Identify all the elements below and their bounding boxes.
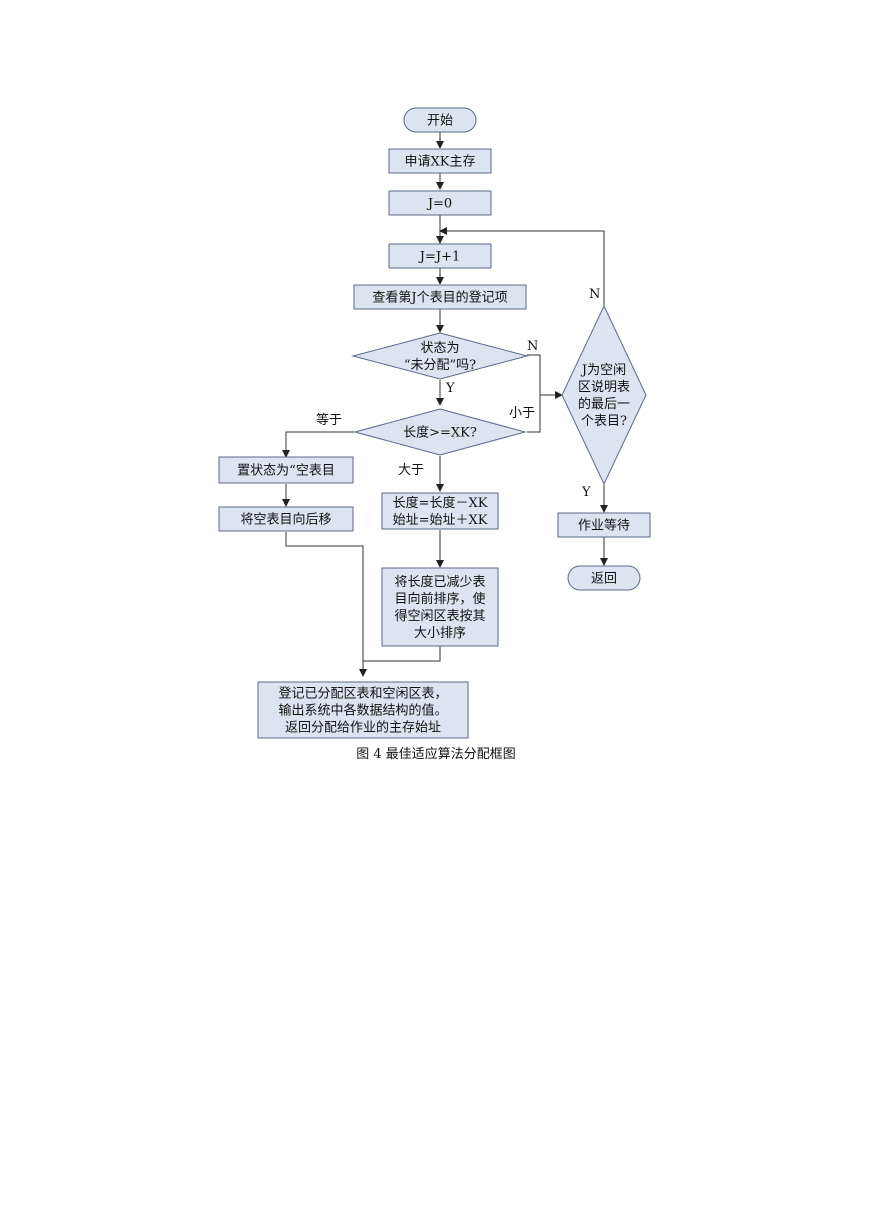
unalloc-label-line: “未分配”吗?	[404, 358, 476, 373]
sort-table-shape	[381, 567, 499, 647]
increment-j-shape	[388, 243, 492, 269]
register-label-line: 输出系统中各数据结构的值。	[278, 703, 447, 719]
set-empty-label-line: 置状态为“空表目	[237, 464, 335, 479]
view-entry-shape	[353, 284, 527, 310]
last-label-line: 个表目?	[581, 414, 627, 429]
set-empty-node: 置状态为“空表目	[218, 456, 354, 484]
edge-label-last-no: N	[589, 287, 600, 302]
move-back-label-line: 将空表目向后移	[240, 512, 331, 528]
nodes: 开始 申请XK主存 J=0 J=J+1 查看第J个表目的登记项 状态为 “未分配”…	[218, 107, 651, 739]
increment-j-node: J=J+1	[388, 243, 492, 269]
view-entry-node: 查看第J个表目的登记项	[353, 284, 527, 310]
edge-length-less	[527, 395, 541, 433]
update-label-line: 始址=始址＋XK	[393, 513, 488, 528]
edge-labels: N Y 等于 小于 大于 N Y	[316, 287, 600, 500]
update-label-line: 长度=长度－XK	[393, 495, 488, 511]
register-label-line: 登记已分配区表和空闲区表，	[278, 687, 447, 702]
figure-caption: 图 4 最佳适应算法分配框图	[356, 746, 516, 762]
last-entry-decision-shape	[561, 304, 647, 486]
sort-label-line: 目向前排序，使	[394, 591, 485, 607]
job-wait-node: 作业等待	[557, 512, 651, 538]
unalloc-label-line: 状态为	[420, 341, 459, 356]
unallocated-decision-shape	[351, 332, 529, 380]
unallocated-decision: 状态为 “未分配”吗?	[351, 332, 529, 380]
request-label-line: 申请XK主存	[405, 155, 476, 170]
view-label-line: 查看第J个表目的登记项	[372, 290, 507, 306]
init-label-line: J=0	[426, 197, 452, 212]
update-length-shape	[381, 492, 499, 530]
return-node: 返回	[567, 565, 641, 591]
length-decision: 长度>=XK?	[353, 408, 527, 456]
job-wait-shape	[557, 512, 651, 538]
edge-move-register	[285, 532, 367, 677]
sort-label-line: 大小排序	[414, 626, 466, 641]
start-label-line: 开始	[427, 114, 453, 129]
edge-label-last-yes: Y	[581, 485, 591, 500]
edge-label-length-equal: 等于	[316, 412, 342, 428]
start-shape	[403, 107, 477, 133]
edge-label-length-greater: 大于	[398, 463, 424, 478]
edge-unalloc-no	[527, 354, 563, 399]
edge-label-unalloc-yes: Y	[445, 381, 455, 396]
length-label-line: 长度>=XK?	[403, 425, 477, 441]
register-node: 登记已分配区表和空闲区表，输出系统中各数据结构的值。返回分配给作业的主存始址	[257, 681, 469, 739]
wait-label-line: 作业等待	[578, 518, 630, 534]
move-back-shape	[218, 506, 354, 532]
request-memory-shape	[388, 148, 492, 174]
init-j-shape	[388, 190, 492, 216]
edge-length-equal	[282, 431, 355, 458]
init-j-node: J=0	[388, 190, 492, 216]
return-label-line: 返回	[591, 572, 617, 587]
edge-sort-register	[363, 646, 441, 662]
sort-label-line: 得空闲区表按其	[394, 608, 485, 624]
update-length-node: 长度=长度－XK 始址=始址＋XK	[381, 492, 499, 530]
last-label-line: J为空闲	[580, 363, 626, 378]
set-empty-shape	[218, 456, 354, 484]
move-back-node: 将空表目向后移	[218, 506, 354, 532]
request-memory-node: 申请XK主存	[388, 148, 492, 174]
return-shape	[567, 565, 641, 591]
sort-label-line: 将长度已减少表	[394, 574, 485, 590]
incr-label-line: J=J+1	[418, 250, 460, 265]
last-label-line: 区说明表	[578, 380, 630, 395]
edges	[282, 132, 608, 677]
register-shape	[257, 681, 469, 739]
length-decision-shape	[353, 408, 527, 456]
edge-label-length-less: 小于	[509, 406, 535, 421]
edge-last-no	[439, 227, 605, 306]
register-label-line: 返回分配给作业的主存始址	[285, 720, 441, 736]
start-node: 开始	[403, 107, 477, 133]
edge-label-unalloc-no: N	[527, 339, 538, 354]
last-label-line: 的最后一	[578, 396, 630, 412]
